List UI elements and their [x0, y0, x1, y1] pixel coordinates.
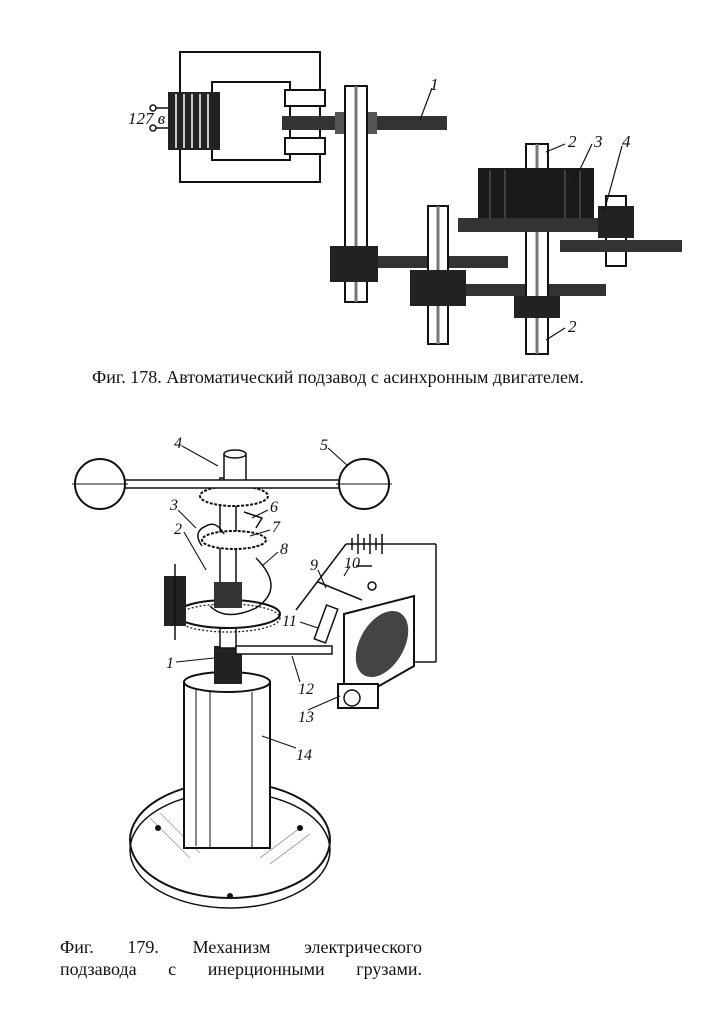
hub-2 [214, 582, 242, 608]
contact-9 [317, 581, 363, 601]
pawl-6 [243, 511, 264, 529]
fig179-label-6: 6 [270, 499, 278, 516]
contact-10 [367, 581, 377, 591]
fig179-caption-line2: подзавода с инерционными грузами. [60, 959, 422, 979]
solenoid-13 [355, 610, 409, 678]
figure-179: 4 5 3 6 2 7 8 9 10 11 1 12 13 14 [0, 418, 704, 928]
pole-bottom [284, 137, 326, 155]
fig178-label-1: 1 [430, 75, 439, 94]
fig179-caption-line1: Фиг. 179. Механизм электрического [60, 937, 422, 957]
fig178-label-4: 4 [622, 132, 631, 151]
fig179-drawing: 4 5 3 6 2 7 8 9 10 11 1 12 13 14 [72, 435, 437, 909]
fig179-label-14: 14 [296, 747, 312, 764]
fig179-label-7: 7 [272, 519, 281, 536]
fig178-label-2-top: 2 [568, 132, 577, 151]
fig179-label-5: 5 [320, 437, 328, 454]
bolt-left [155, 825, 161, 831]
cylinder-14 [183, 681, 271, 849]
fig179-label-4: 4 [174, 435, 182, 452]
fig179-label-12: 12 [298, 681, 314, 698]
fig178-voltage-label: 127 в [128, 109, 166, 128]
bolt-front [227, 893, 233, 899]
fig178-label-2-bottom: 2 [568, 317, 577, 336]
fig179-label-3: 3 [169, 497, 178, 514]
barrel-3 [478, 168, 594, 220]
fig178-drawing: 127 в 1 2 3 4 2 [128, 51, 682, 355]
fig179-label-2: 2 [174, 521, 182, 538]
bolt-right [297, 825, 303, 831]
fig179-caption: Фиг. 179. Механизм электрического подзав… [60, 936, 422, 980]
plunger-11 [313, 604, 339, 644]
fig179-label-9: 9 [310, 557, 318, 574]
fig179-label-13: 13 [298, 709, 314, 726]
crossbar [111, 479, 349, 489]
fig179-label-1: 1 [166, 655, 174, 672]
fig179-label-8: 8 [280, 541, 288, 558]
fig179-label-11: 11 [282, 613, 297, 630]
lever-12 [235, 645, 333, 655]
pinion-2 [410, 270, 466, 306]
gear-4 [199, 485, 269, 507]
pole-top [284, 89, 326, 107]
motor-core-inner [211, 81, 291, 161]
fig178-label-3: 3 [593, 132, 603, 151]
lower-hub [514, 296, 560, 318]
pinion-1 [330, 246, 378, 282]
fig179-label-10: 10 [344, 555, 360, 572]
figure-178: 127 в 1 2 3 4 2 [0, 0, 704, 362]
spring-3 [197, 523, 225, 547]
gear-4 [560, 240, 682, 252]
barrel-gear [458, 218, 614, 232]
fig178-caption: Фиг. 178. Автоматический подзавод с асин… [92, 367, 584, 387]
spring-8 [209, 557, 272, 616]
pinion-4 [598, 206, 634, 238]
